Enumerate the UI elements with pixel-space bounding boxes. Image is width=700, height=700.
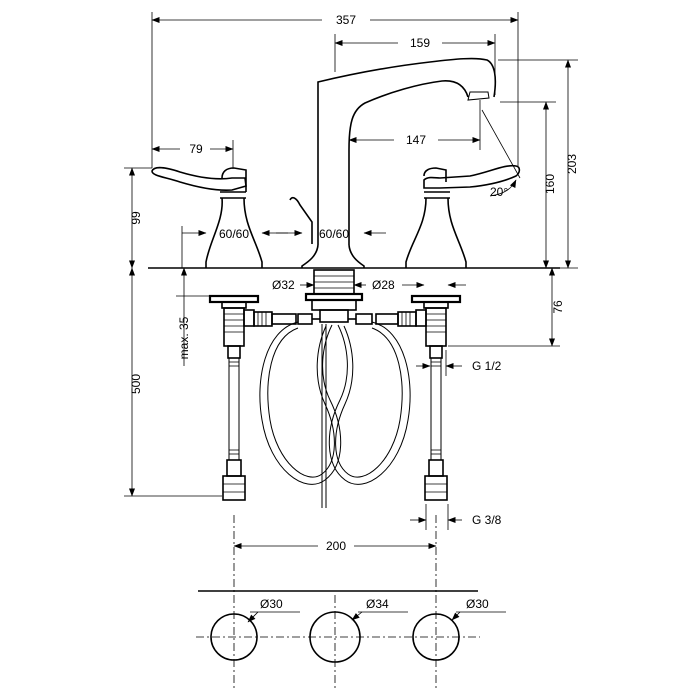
dim-spout-projection: 147 (406, 133, 426, 147)
right-valve-assembly (375, 294, 462, 501)
dim-overall-width: 357 (336, 13, 356, 27)
dim-spout-base: 60/60 (319, 227, 349, 241)
dim-handle-base-left: 60/60 (219, 227, 249, 241)
dim-hole-spacing: 200 (326, 539, 346, 553)
dim-handle-length: 79 (189, 142, 203, 156)
spout (301, 57, 497, 268)
dim-valve-connection: G 1/2 (472, 359, 502, 373)
dim-hose-length: 500 (129, 374, 143, 394)
dim-supply-connection: G 3/8 (472, 513, 502, 527)
pop-up-rod (289, 196, 313, 244)
dim-hole-center-dia: Ø34 (366, 597, 389, 611)
mounting-hole-center (309, 611, 361, 663)
dim-hole-left-dia: Ø30 (260, 597, 283, 611)
dim-160: 160 (543, 174, 557, 194)
dim-spout-thread-dia: Ø32 (272, 278, 295, 292)
right-handle (405, 164, 521, 268)
dim-hole-right-dia: Ø30 (466, 597, 489, 611)
dim-below-deck: 76 (551, 300, 565, 314)
dim-handle-height: 99 (129, 211, 143, 225)
mounting-hole-right (412, 613, 460, 661)
spout-shank-assembly (297, 269, 373, 325)
left-valve-assembly (208, 294, 297, 501)
mounting-hole-left (210, 613, 258, 661)
dim-spout-reach: 159 (410, 36, 430, 50)
dim-max-deck-thickness: max. 35 (177, 316, 191, 359)
flexible-hoses (259, 321, 411, 508)
dim-spout-angle: 20° (490, 185, 508, 199)
dim-valve-thread-dia: Ø28 (372, 278, 395, 292)
dim-total-height: 203 (565, 154, 579, 174)
left-handle (151, 166, 263, 268)
